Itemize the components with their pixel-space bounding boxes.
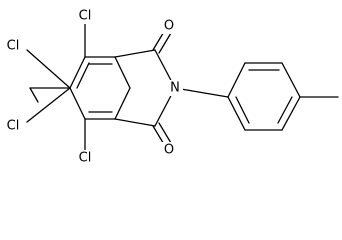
bond [281,96,301,131]
bond [69,56,86,89]
chlorine-bonds [29,23,86,153]
bond [174,87,229,98]
double-bond-inner [76,62,90,89]
atom-cl-upper-left: Cl [7,39,20,54]
atom-o-top: O [164,19,174,34]
double-bond-inner [235,96,250,124]
atom-n-imide: N [170,81,180,96]
bond [114,87,131,120]
bond [281,62,301,98]
label-background [162,142,176,158]
bond [114,118,156,127]
atom-o-bottom: O [164,143,174,158]
atom-cl-top: Cl [79,9,92,24]
bond [26,87,71,123]
label-background [75,150,95,166]
bond [69,87,86,120]
molecule-diagram: Cl Cl Cl Cl O O N [2,8,339,166]
atom-labels: Cl Cl Cl Cl O O N [2,8,183,166]
label-background [75,8,95,24]
bond [158,122,172,144]
bond [227,62,246,98]
bond [114,56,131,89]
label-background [162,18,176,34]
bond [158,32,172,54]
imide-ring [114,49,176,127]
double-bond-inner [277,96,293,124]
label-background [2,118,24,134]
label-background [2,38,24,54]
bond [29,87,39,103]
bond [26,49,71,89]
bond [227,96,246,131]
bond [114,49,156,58]
atom-cl-bottom: Cl [79,151,92,166]
chlorine-side-bonds [26,49,71,123]
tolyl-ring [227,62,301,131]
label-background [167,80,183,96]
structure-canvas: Cl Cl Cl Cl O O N [2,8,339,166]
benzene-ring [69,56,131,120]
atom-cl-lower-left: Cl [7,119,20,134]
